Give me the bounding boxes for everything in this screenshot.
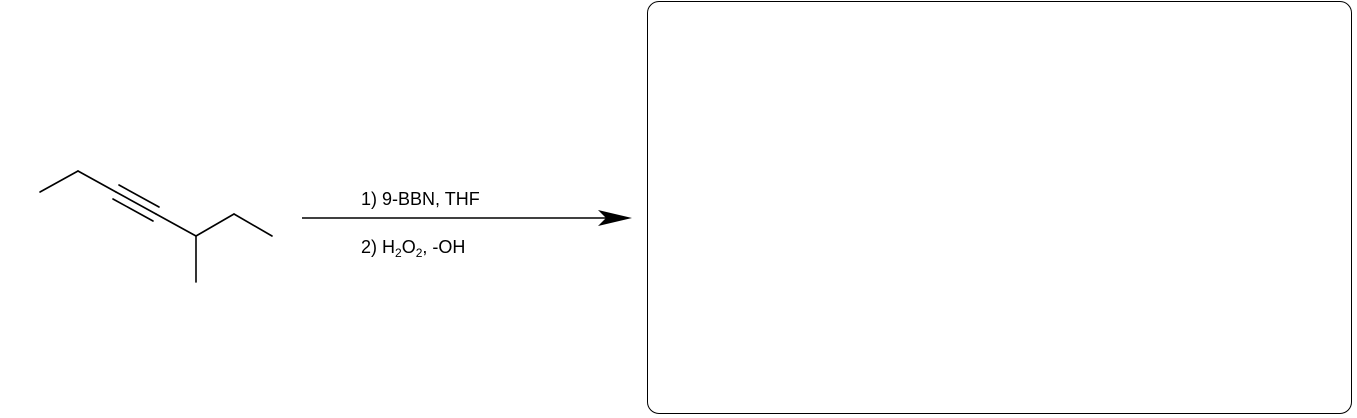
product-answer-box[interactable] xyxy=(647,1,1352,414)
reagent-step-1: 1) 9-BBN, THF xyxy=(361,189,480,209)
arrow-head xyxy=(598,210,632,226)
reagent-step-2: 2) H2O2, -OH xyxy=(361,237,466,260)
bond-c6-c7 xyxy=(233,213,273,237)
reagent-step-2-suffix: , -OH xyxy=(422,237,466,257)
bond-c2-c3 xyxy=(77,170,117,193)
reagent-step-2-subscript-1: 2 xyxy=(395,246,402,260)
bond-c1-c2 xyxy=(39,170,79,193)
triple-bond-lower xyxy=(112,198,154,222)
bond-c5-c6 xyxy=(195,213,235,237)
reagent-step-2-subscript-2: 2 xyxy=(415,246,423,260)
bond-c4-c5 xyxy=(155,213,197,237)
triple-bond-upper xyxy=(118,184,160,208)
triple-bond-center xyxy=(115,191,157,215)
starting-alkyne-structure xyxy=(39,170,273,283)
reagent-step-2-oxygen: O xyxy=(401,237,416,257)
reaction-arrow xyxy=(302,210,632,226)
reagent-step-2-prefix: 2) H xyxy=(361,237,396,257)
